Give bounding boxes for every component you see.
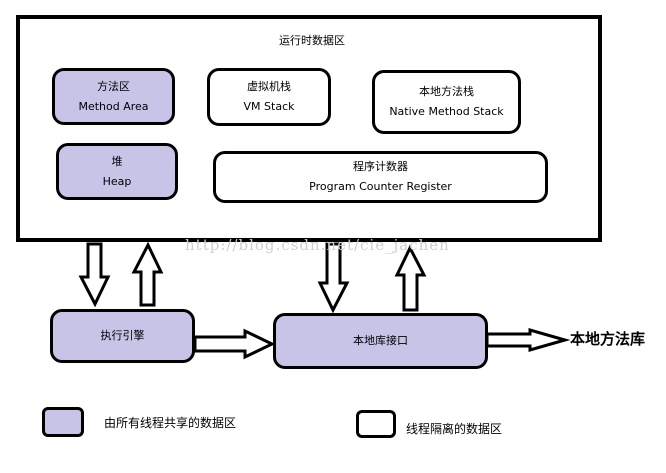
vm-stack-zh: 虚拟机栈	[247, 80, 291, 93]
arrow-native-to-library	[485, 328, 571, 352]
native-interface-label: 本地库接口	[353, 334, 408, 347]
heap-zh: 堆	[111, 154, 123, 168]
arrow-runtime-to-native	[317, 242, 350, 314]
arrow-runtime-to-engine	[78, 242, 111, 308]
arrow-native-to-runtime	[394, 244, 427, 312]
method-area-box: 方法区 Method Area	[52, 68, 175, 125]
legend-shared-swatch	[42, 407, 84, 437]
heap-en: Heap	[102, 174, 132, 188]
legend-shared-label: 由所有线程共享的数据区	[104, 416, 237, 430]
execution-engine-box: 执行引擎	[50, 309, 195, 363]
runtime-data-area	[16, 15, 602, 242]
runtime-data-area-title: 运行时数据区	[279, 34, 345, 47]
arrow-engine-to-native	[193, 328, 276, 360]
legend-private-swatch	[356, 410, 396, 438]
method-area-en: Method Area	[78, 99, 149, 113]
vm-stack-en: VM Stack	[243, 100, 295, 113]
native-stack-en: Native Method Stack	[389, 105, 504, 118]
native-method-stack-box: 本地方法栈 Native Method Stack	[372, 70, 521, 134]
native-interface-box: 本地库接口	[273, 313, 488, 369]
arrow-engine-to-runtime	[131, 241, 164, 307]
execution-engine-label: 执行引擎	[100, 329, 145, 342]
watermark: http://blog.csdn.net/cie_jachen	[185, 236, 450, 254]
method-area-zh: 方法区	[97, 79, 130, 93]
native-library-label: 本地方法库	[570, 330, 646, 348]
vm-stack-box: 虚拟机栈 VM Stack	[207, 68, 331, 126]
heap-box: 堆 Heap	[56, 143, 178, 200]
pc-register-en: Program Counter Register	[309, 180, 452, 193]
pc-register-box: 程序计数器 Program Counter Register	[213, 151, 548, 203]
pc-register-zh: 程序计数器	[353, 160, 408, 173]
legend-private-label: 线程隔离的数据区	[406, 422, 503, 436]
native-stack-zh: 本地方法栈	[419, 85, 474, 98]
